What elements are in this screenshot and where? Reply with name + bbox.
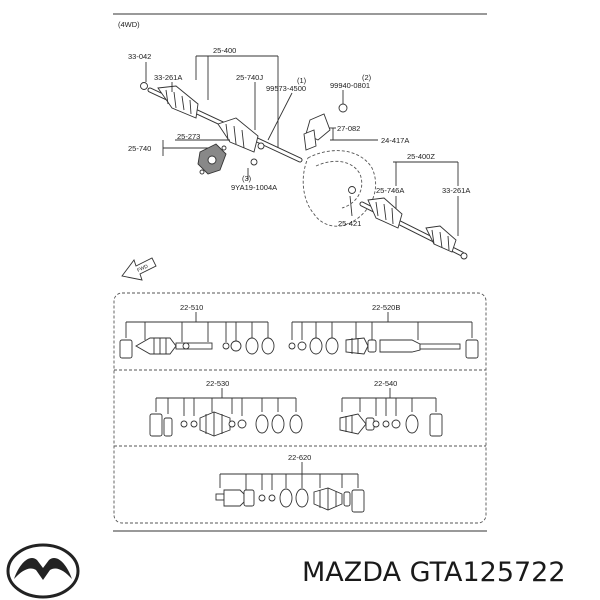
nut-icon (460, 252, 468, 260)
grease-tube-icon (119, 339, 133, 359)
kit-22-530: 22-530 (149, 379, 303, 437)
kit-22-510: 22-510 (119, 303, 275, 359)
label-33-261a-left: 33-261A (154, 73, 182, 82)
label-33-042: 33-042 (128, 52, 151, 61)
clip-icon (257, 142, 265, 150)
label-note-3: (3) (242, 174, 252, 183)
label-99940-0801: 99940-0801 (330, 81, 370, 90)
circlip-icon (348, 186, 356, 194)
plug-icon (338, 103, 348, 113)
label-note-2: (2) (362, 73, 372, 82)
label-25-740j: 25-740J (236, 73, 263, 82)
grease-tube-icon (465, 339, 479, 359)
drive-type-label: (4WD) (118, 20, 140, 29)
fwd-label: FWD (136, 263, 149, 273)
repair-kits-box (113, 292, 487, 524)
label-33-261a-right: 33-261A (442, 186, 470, 195)
kit-22-620: 22-620 (215, 453, 365, 513)
top-leaders (145, 55, 459, 236)
label-22-510: 22-510 (180, 303, 203, 312)
label-25-400z: 25-400Z (407, 152, 435, 161)
nut-icon (140, 82, 148, 90)
kit-22-540: 22-540 (339, 379, 443, 437)
transmission-outline (302, 150, 377, 227)
kit-22-520b: 22-520B (288, 303, 479, 359)
brand-caption: MAZDA GTA125722 (302, 557, 566, 588)
label-note-1: (1) (297, 76, 307, 85)
label-22-530: 22-530 (206, 379, 229, 388)
boot-icon (339, 413, 367, 435)
label-24-417a: 24-417A (381, 136, 409, 145)
label-27-082: 27-082 (337, 124, 360, 133)
grease-tube-icon (429, 413, 443, 437)
top-part-labels: 33-042 25-400 33-261A 25-740J (1) 99573-… (128, 46, 470, 228)
label-25-421: 25-421 (338, 219, 361, 228)
top-small-parts (303, 103, 356, 194)
label-25-273: 25-273 (177, 132, 200, 141)
right-drive-shaft (359, 197, 468, 260)
label-25-400: 25-400 (213, 46, 236, 55)
label-22-620: 22-620 (288, 453, 311, 462)
grease-tube-icon (149, 413, 163, 437)
label-25-746a: 25-746A (376, 186, 404, 195)
boot-icon (345, 337, 369, 355)
boot-icon (135, 337, 177, 355)
mazda-logo-icon (6, 543, 80, 599)
front-direction-arrow: FWD (121, 257, 157, 281)
bolt-icon (250, 158, 258, 166)
bearing-bracket (197, 143, 258, 175)
label-22-520b: 22-520B (372, 303, 400, 312)
left-drive-shaft (140, 82, 303, 163)
label-9ya19-1004a: 9YA19-1004A (231, 183, 277, 192)
label-22-540: 22-540 (374, 379, 397, 388)
grease-tube-icon (351, 489, 365, 513)
boot-icon (199, 411, 231, 437)
label-99573-4500: 99573-4500 (266, 84, 306, 93)
label-25-740: 25-740 (128, 144, 151, 153)
